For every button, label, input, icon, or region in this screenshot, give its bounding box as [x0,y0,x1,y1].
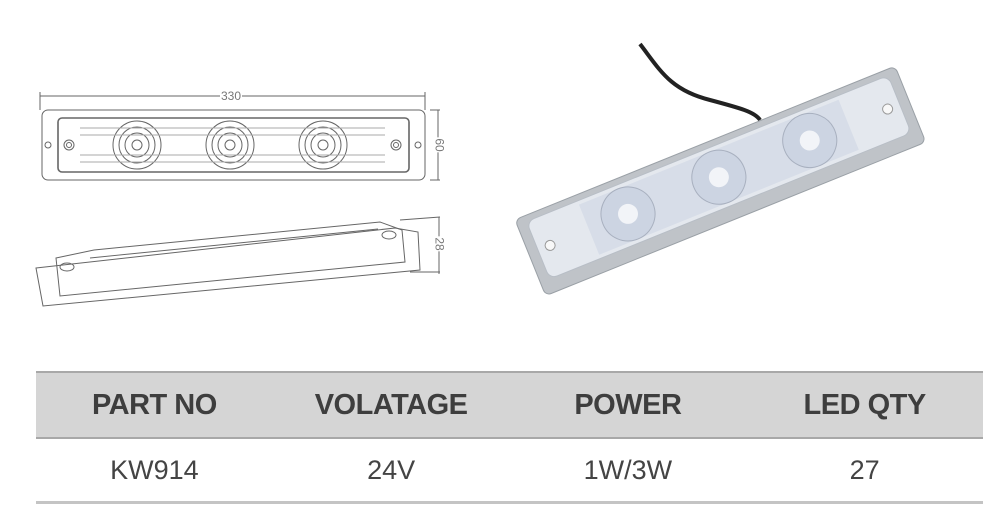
header-power: POWER [509,371,747,439]
table-row: KW914 24V 1W/3W 27 [36,438,983,504]
cell-led-qty: 27 [746,438,983,504]
spec-table: PART NO VOLATAGE POWER LED QTY KW914 24V… [36,371,983,504]
technical-drawing [35,92,441,307]
cell-voltage: 24V [272,438,510,504]
width-dimension: 60 [432,137,447,153]
header-part-no: PART NO [36,371,273,439]
product-photo [516,42,925,295]
height-dimension: 28 [432,236,447,252]
cell-part-no: KW914 [36,438,273,504]
table-header-row: PART NO VOLATAGE POWER LED QTY [36,371,983,439]
cell-power: 1W/3W [509,438,747,504]
length-dimension: 330 [220,89,243,103]
header-led-qty: LED QTY [746,371,983,439]
header-voltage: VOLATAGE [272,371,510,439]
